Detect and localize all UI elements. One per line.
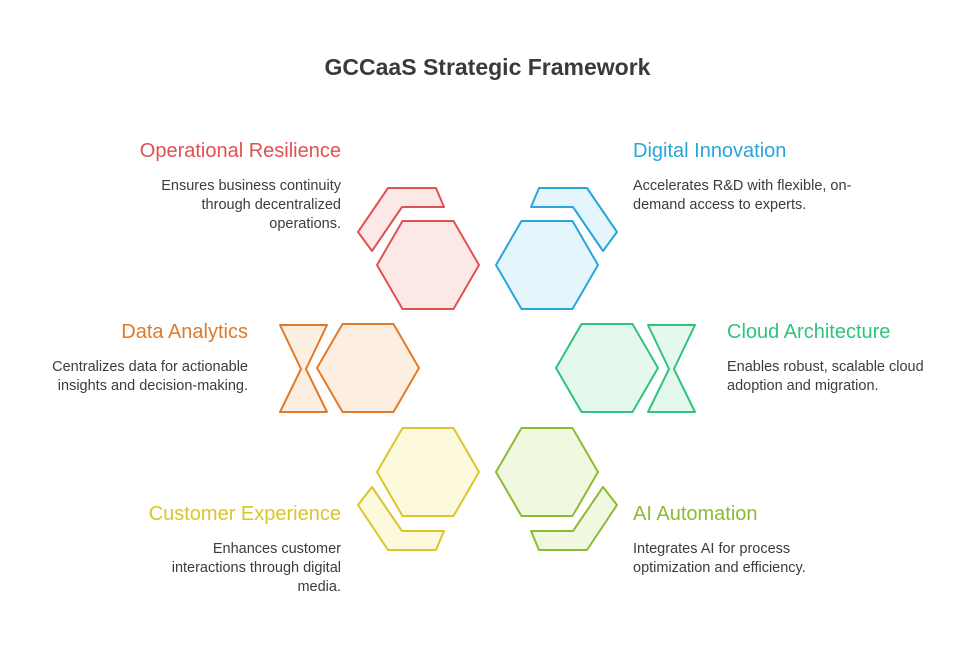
item-heading: AI Automation xyxy=(633,503,758,525)
band-digital-innovation xyxy=(530,187,618,252)
item-ai-automation: AI Automation Integrates AI for process … xyxy=(633,502,933,578)
item-description: Centralizes data for actionable insights… xyxy=(52,359,248,394)
item-description: Enhances customer interactions through d… xyxy=(171,541,341,595)
item-heading: Customer Experience xyxy=(148,503,341,525)
item-heading: Digital Innovation xyxy=(633,140,787,162)
item-description: Integrates AI for process optimization a… xyxy=(633,541,806,576)
hexagon-ai-automation xyxy=(495,427,599,517)
item-data-analytics: Data Analytics Centralizes data for acti… xyxy=(8,320,248,396)
item-description: Accelerates R&D with flexible, on-demand… xyxy=(633,178,852,213)
band-data-analytics xyxy=(279,324,328,413)
item-description: Enables robust, scalable cloud adoption … xyxy=(727,359,924,394)
item-heading: Operational Resilience xyxy=(139,140,341,162)
item-heading: Cloud Architecture xyxy=(727,321,891,343)
item-operational-resilience: Operational Resilience Ensures business … xyxy=(41,139,341,234)
band-ai-automation xyxy=(530,486,618,551)
page-title: GCCaaS Strategic Framework xyxy=(324,54,651,80)
hexagon-digital-innovation xyxy=(495,220,599,310)
band-customer-experience xyxy=(357,486,445,551)
item-heading: Data Analytics xyxy=(121,321,248,343)
hexagon-operational-resilience xyxy=(376,220,480,310)
item-description: Ensures business continuity through dece… xyxy=(161,178,341,232)
item-customer-experience: Customer Experience Enhances customer in… xyxy=(41,502,341,597)
hexagon-cloud-architecture xyxy=(555,323,659,413)
item-digital-innovation: Digital Innovation Accelerates R&D with … xyxy=(633,139,933,215)
band-operational-resilience xyxy=(357,187,445,252)
band-cloud-architecture xyxy=(647,324,696,413)
hexagon-data-analytics xyxy=(316,323,420,413)
item-cloud-architecture: Cloud Architecture Enables robust, scala… xyxy=(727,320,967,396)
hexagon-customer-experience xyxy=(376,427,480,517)
